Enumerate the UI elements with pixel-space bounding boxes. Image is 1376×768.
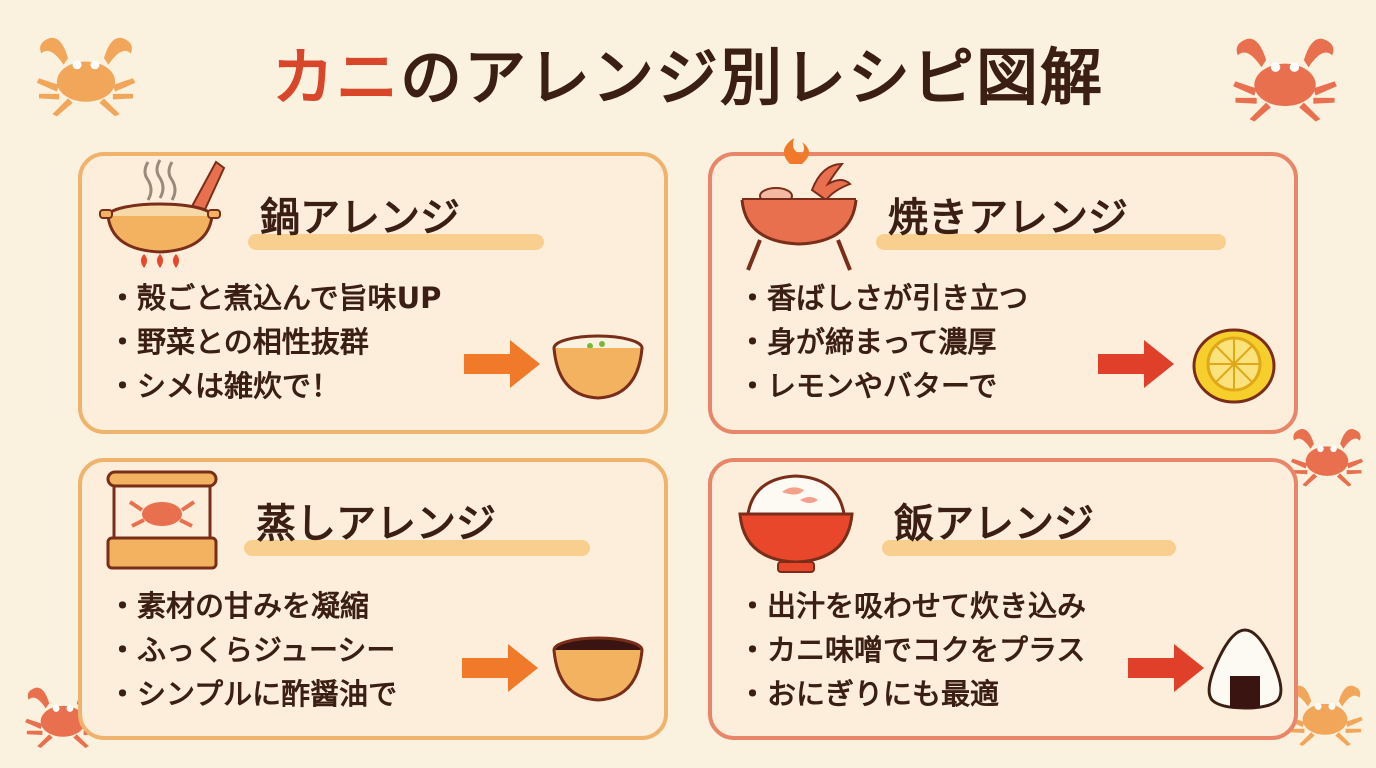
list-item: カニ味噌でコクをプラス [738, 628, 1086, 672]
vinegar-soy-bowl-icon [552, 636, 644, 702]
heading-underline [882, 540, 1176, 556]
list-item: シメは雑炊で！ [108, 364, 441, 408]
list-item: おにぎりにも最適 [738, 672, 1086, 716]
crab-icon [1290, 428, 1364, 487]
arrow-right-icon [464, 340, 540, 388]
meshi-card: 飯アレンジ 出汁を吸わせて炊き込み カニ味噌でコクをプラス おにぎりにも最適 [708, 458, 1298, 740]
card-heading: 飯アレンジ [894, 501, 1094, 547]
heading-underline [248, 234, 544, 250]
onigiri-icon [1207, 628, 1283, 710]
steamer-icon [106, 470, 218, 570]
yaki-card: 焼きアレンジ 香ばしさが引き立つ 身が締まって濃厚 レモンやバターで [708, 138, 1298, 434]
card-heading: 蒸しアレンジ [256, 501, 496, 547]
bullet-list: 素材の甘みを凝縮 ふっくらジューシー シンプルに酢醤油で [108, 584, 397, 716]
list-item: シンプルに酢醤油で [108, 672, 397, 716]
arrow-right-icon [462, 644, 538, 692]
page-title: カニのアレンジ別レシピ図解 [271, 41, 1105, 114]
list-item: 香ばしさが引き立つ [738, 276, 1028, 320]
mushi-card: 蒸しアレンジ 素材の甘みを凝縮 ふっくらジューシー シンプルに酢醤油で [78, 458, 668, 740]
list-item: 殻ごと煮込んで旨味UP [108, 276, 441, 320]
heading-underline [244, 540, 590, 556]
list-item: ふっくらジューシー [108, 628, 397, 672]
list-item: 身が締まって濃厚 [738, 320, 1028, 364]
card-heading: 焼きアレンジ [888, 195, 1128, 241]
nabe-card: 鍋アレンジ 殻ごと煮込んで旨味UP 野菜との相性抜群 シメは雑炊で！ [78, 152, 668, 434]
heading-underline [876, 234, 1226, 250]
rice-bowl-icon [738, 474, 854, 573]
arrow-right-icon [1128, 644, 1204, 692]
card-heading: 鍋アレンジ [260, 195, 460, 241]
lemon-icon [1192, 328, 1276, 404]
arrow-right-icon [1098, 340, 1174, 388]
hot-pot-icon [99, 159, 226, 268]
list-item: レモンやバターで [738, 364, 1028, 408]
rice-porridge-bowl-icon [552, 334, 644, 400]
bullet-list: 殻ごと煮込んで旨味UP 野菜との相性抜群 シメは雑炊で！ [108, 276, 441, 408]
bullet-list: 出汁を吸わせて炊き込み カニ味噌でコクをプラス おにぎりにも最適 [738, 584, 1086, 716]
list-item: 素材の甘みを凝縮 [108, 584, 397, 628]
grill-icon [740, 138, 858, 271]
bullet-list: 香ばしさが引き立つ 身が締まって濃厚 レモンやバターで [738, 276, 1028, 408]
list-item: 出汁を吸わせて炊き込み [738, 584, 1086, 628]
list-item: 野菜との相性抜群 [108, 320, 441, 364]
